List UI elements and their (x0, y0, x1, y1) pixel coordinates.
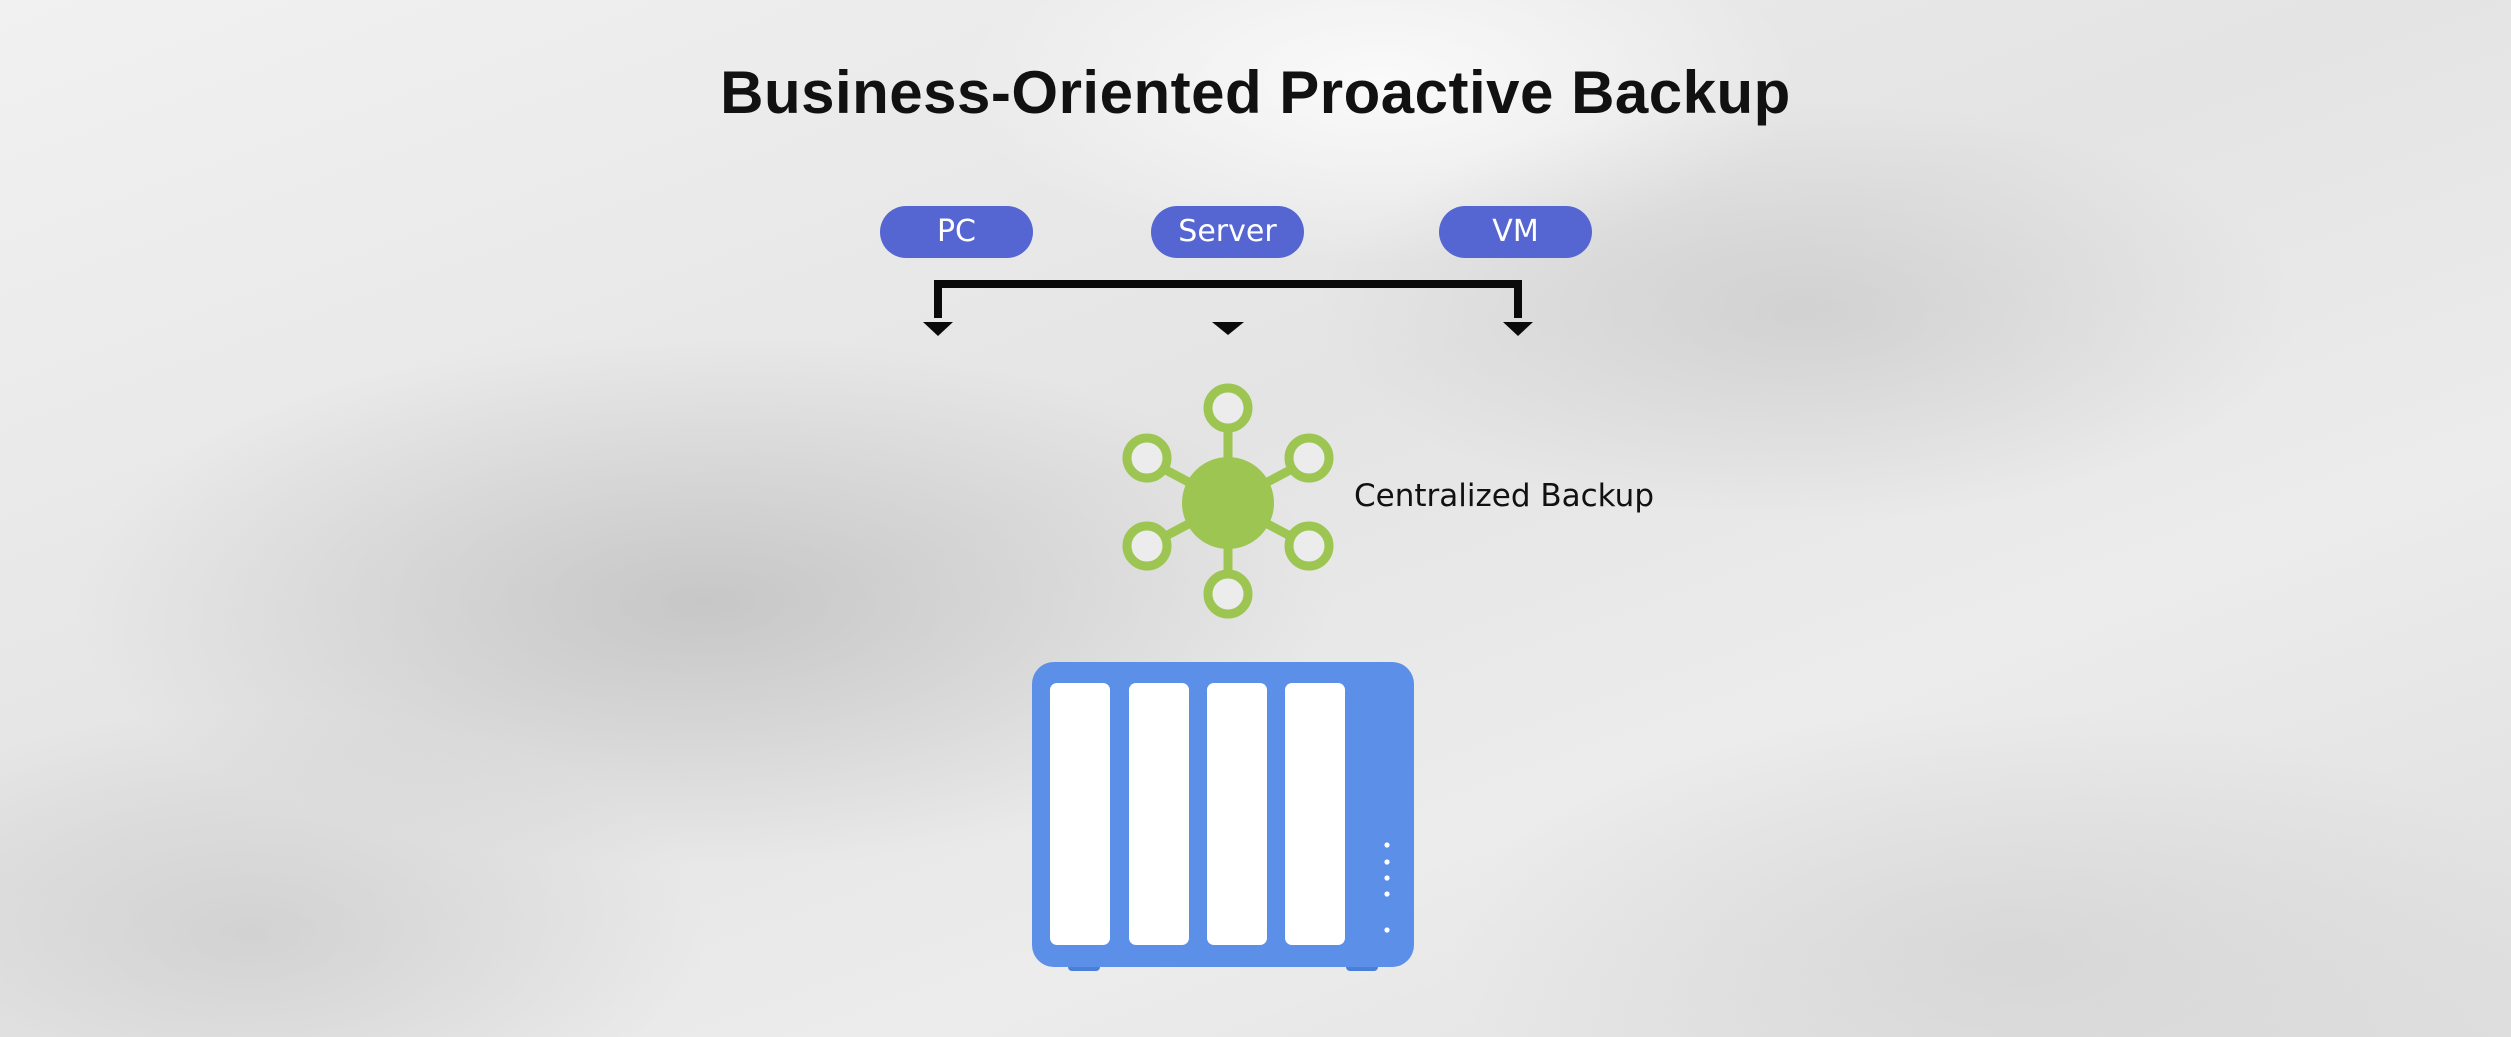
arrow-down-icon (1212, 322, 1244, 335)
network-hub-icon (1122, 383, 1334, 619)
source-server-badge: Server (1151, 206, 1304, 258)
drive-bay (1207, 683, 1267, 945)
drive-bay (1050, 683, 1110, 945)
drive-bay (1285, 683, 1345, 945)
arrow-down-icon (923, 322, 953, 336)
connector-lines (923, 280, 1533, 336)
nas-device-icon (1032, 662, 1414, 971)
source-pc-badge: PC (880, 206, 1033, 258)
drive-bay (1129, 683, 1189, 945)
source-vm-badge: VM (1439, 206, 1592, 258)
status-led (1384, 842, 1390, 933)
arrow-down-icon (1503, 322, 1533, 336)
page-title: Business-Oriented Proactive Backup (720, 59, 1791, 126)
centralized-backup-label: Centralized Backup (1354, 478, 1654, 514)
